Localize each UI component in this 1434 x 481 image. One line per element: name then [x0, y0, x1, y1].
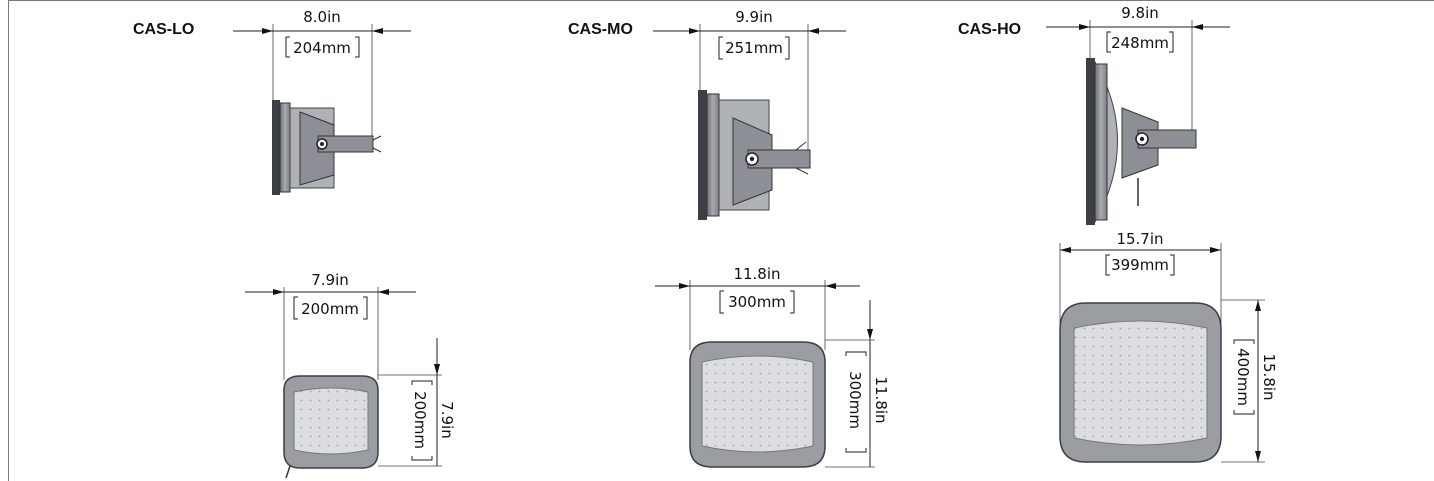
front-width-inches-mo: 11.8in	[733, 265, 780, 283]
front-height-mm-lo: 200mm	[411, 391, 429, 449]
front-height-inches-lo: 7.9in	[438, 401, 456, 439]
front-height-mm-mo: 300mm	[846, 371, 864, 429]
front-width-dimension-lo: 7.9in 200mm	[245, 271, 416, 380]
side-depth-mm-lo: 204mm	[293, 39, 351, 57]
model-title-cas-lo: CAS-LO	[133, 21, 194, 38]
fixture-side-profile-drawing-lo	[272, 100, 382, 195]
front-height-mm-ho: 400mm	[1234, 348, 1252, 406]
fixture-front-face-drawing-ho	[1059, 302, 1222, 463]
fixture-side-profile-drawing-mo	[698, 90, 811, 220]
front-width-inches-ho: 15.7in	[1116, 230, 1163, 248]
fixture-front-face-drawing-mo	[689, 341, 826, 468]
side-depth-inches-mo: 9.9in	[735, 8, 773, 26]
front-width-mm-ho: 399mm	[1111, 256, 1169, 274]
model-cas-lo: CAS-LO 8.0in 204mm	[133, 8, 456, 479]
side-depth-dimension-ho: 9.8in 248mm	[1046, 4, 1230, 130]
front-width-dimension-ho: 15.7in 399mm	[1059, 230, 1222, 330]
side-depth-dimension-mo: 9.9in 251mm	[653, 8, 846, 165]
model-cas-mo: CAS-MO 9.9in 251mm	[568, 8, 890, 468]
front-width-mm-lo: 200mm	[301, 300, 359, 318]
front-height-inches-ho: 15.8in	[1260, 353, 1278, 400]
side-depth-mm-ho: 248mm	[1111, 34, 1169, 52]
fixture-side-profile-drawing-ho	[1086, 58, 1197, 225]
front-width-dimension-mo: 11.8in 300mm	[655, 265, 860, 350]
top-border-line	[8, 0, 1434, 1]
front-height-dimension-ho: 400mm 15.8in	[1221, 299, 1278, 463]
model-title-cas-mo: CAS-MO	[568, 21, 633, 38]
side-depth-inches-ho: 9.8in	[1121, 4, 1159, 22]
side-depth-mm-mo: 251mm	[725, 39, 783, 57]
front-height-inches-mo: 11.8in	[872, 376, 890, 423]
side-depth-dimension-lo: 8.0in 204mm	[233, 8, 411, 140]
front-height-dimension-mo: 300mm 11.8in	[825, 300, 890, 468]
model-cas-ho: CAS-HO 9.8in 248mm	[958, 4, 1278, 463]
model-title-cas-ho: CAS-HO	[958, 21, 1021, 38]
fixture-front-face-drawing-lo	[283, 375, 379, 479]
front-height-dimension-lo: 200mm 7.9in	[378, 338, 456, 467]
front-width-inches-lo: 7.9in	[311, 271, 349, 289]
left-border-line	[8, 0, 9, 481]
side-depth-inches-lo: 8.0in	[303, 8, 341, 26]
front-width-mm-mo: 300mm	[728, 293, 786, 311]
